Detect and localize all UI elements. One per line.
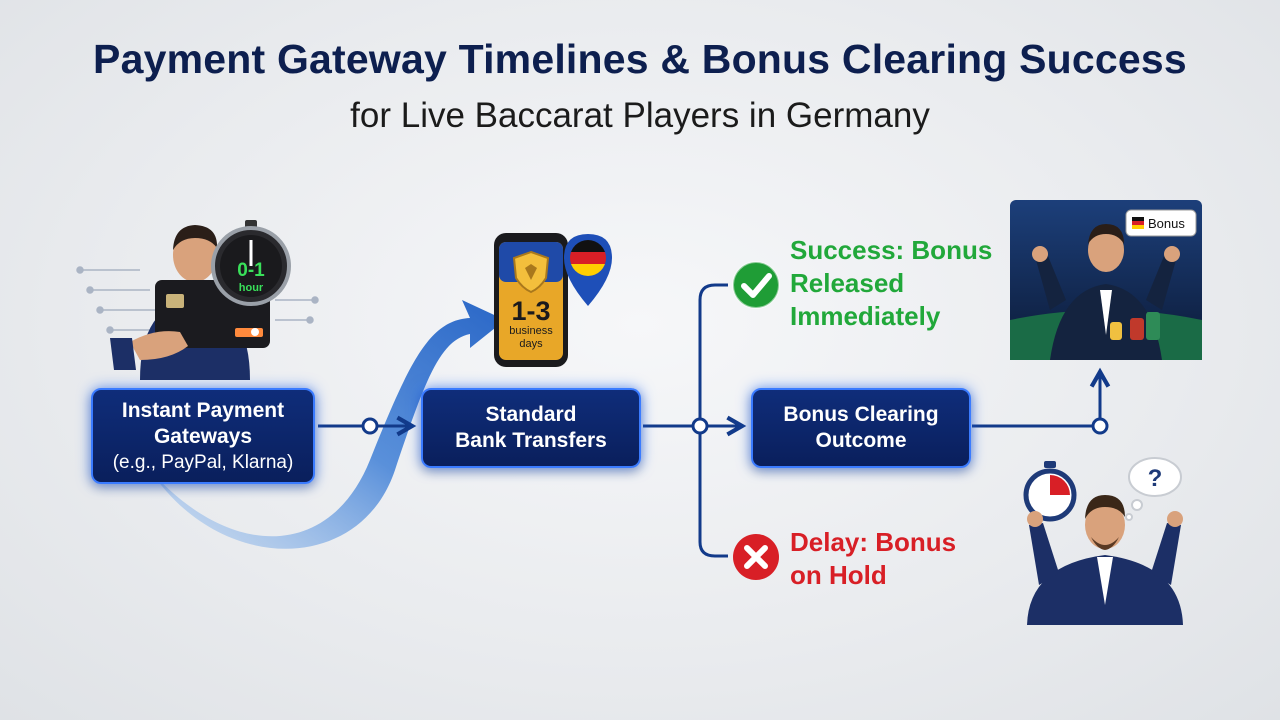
shield-icon: [512, 250, 550, 294]
node-label: Instant Payment: [121, 398, 285, 422]
junction-dot: [1091, 417, 1109, 435]
winner-illustration: Bonus: [1010, 200, 1202, 360]
node-label: Standard: [485, 403, 577, 426]
timer-unit: days: [519, 338, 543, 350]
success-line: Released: [790, 268, 905, 298]
node-instant-payment-gateways: Instant Payment Gateways (e.g., PayPal, …: [91, 388, 315, 484]
swoosh-arrow: [150, 300, 505, 549]
check-icon: [731, 260, 781, 310]
delay-line: Delay: Bonus: [790, 527, 957, 557]
node-bonus-clearing-outcome: Bonus Clearing Outcome: [751, 388, 971, 468]
smartphone-illustration: 1-3 business days: [494, 233, 612, 367]
junction-dot: [361, 417, 379, 435]
waiting-player-illustration: ?: [1023, 457, 1183, 625]
timer-value: 0-1: [237, 260, 265, 281]
screen-badge-text: Bonus: [1148, 216, 1185, 231]
node-standard-bank-transfers: Standard Bank Transfers: [421, 388, 641, 468]
node-label: Bank Transfers: [455, 429, 607, 452]
junction-dot: [691, 417, 709, 435]
timer-unit: hour: [239, 282, 264, 294]
node-label: Gateways: [153, 424, 253, 448]
thought-bubble-icon: ?: [1125, 457, 1182, 521]
germany-pin-icon: [564, 234, 612, 306]
card-payer-illustration: 0-1 hour: [76, 220, 319, 380]
page-subtitle: for Live Baccarat Players in Germany: [350, 96, 930, 135]
connector-branch-success: [698, 283, 728, 426]
clock-icon: 0-1 hour: [211, 220, 291, 306]
stopwatch-icon: [1023, 461, 1077, 522]
success-label: Success: Bonus Released Immediately: [790, 234, 992, 333]
cross-icon: [731, 532, 781, 582]
timer-value: 1-3: [511, 296, 550, 326]
delay-line: on Hold: [790, 560, 887, 590]
node-note: (e.g., PayPal, Klarna): [112, 451, 294, 473]
success-line: Immediately: [790, 301, 941, 331]
success-line: Success: Bonus: [790, 235, 993, 265]
thought-mark: ?: [1148, 465, 1163, 492]
page-title: Payment Gateway Timelines & Bonus Cleari…: [93, 36, 1187, 82]
timer-unit: business: [509, 325, 553, 337]
node-label: Bonus Clearing: [783, 403, 939, 426]
connector-branch-delay: [698, 426, 728, 558]
node-label: Outcome: [815, 429, 907, 452]
delay-label: Delay: Bonus on Hold: [790, 526, 956, 592]
